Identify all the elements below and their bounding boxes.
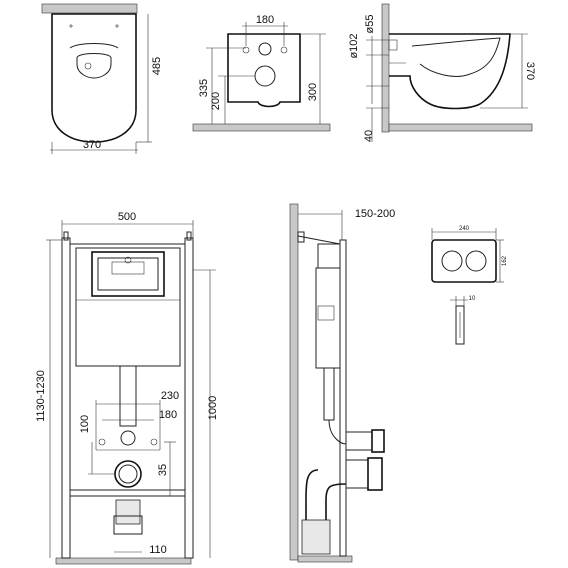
dim-side-102: ø102 — [348, 33, 360, 58]
flush-panel: 240 162 10 — [431, 226, 508, 345]
frame-side-post — [339, 239, 347, 557]
dim-frame-1000: 1000 — [207, 396, 219, 420]
toilet-side-view: ø55 ø102 370 40 — [348, 3, 536, 142]
dim-rear-200: 200 — [210, 92, 222, 110]
outlet-hole — [254, 65, 276, 87]
bolt-right — [150, 438, 158, 446]
dim-frame-500: 500 — [118, 211, 136, 223]
dim-side-55: ø55 — [364, 15, 376, 34]
dim-top-depth: 485 — [151, 57, 163, 75]
dim-rear-300: 300 — [307, 83, 319, 101]
flush-opening — [91, 251, 165, 297]
side-floor-hatch — [388, 123, 533, 132]
side-wall-hatch — [381, 3, 390, 133]
frame-side-wall — [289, 203, 299, 561]
drain-elbow — [115, 499, 141, 525]
flush-panel-profile — [455, 305, 465, 345]
dim-frame-1130-1230: 1130-1230 — [35, 370, 47, 422]
dim-panel-width: 240 — [459, 226, 470, 232]
frame-side-elbow — [301, 519, 331, 555]
side-bowl-inner — [411, 37, 501, 77]
dim-frame-110: 110 — [149, 544, 167, 556]
dim-top-width: 370 — [83, 139, 101, 151]
seat-line — [69, 43, 119, 49]
frame-side-view: 150-200 — [289, 203, 395, 563]
rear-bowl-outline — [227, 33, 301, 108]
bolt-left — [98, 438, 106, 446]
toilet-rear-view: 180 335 200 300 — [192, 14, 331, 132]
frame-side-top-box — [317, 243, 341, 269]
bolt-hole-right — [280, 46, 288, 54]
frame-side-pipe — [323, 367, 335, 421]
bowl-outline — [51, 13, 137, 143]
flush-button-large — [441, 250, 463, 272]
inlet-hole — [258, 42, 272, 56]
flush-pipe — [119, 365, 137, 427]
frame-post-right — [184, 237, 194, 559]
dim-frame-180: 180 — [159, 409, 177, 421]
flush-panel-plate — [431, 239, 497, 283]
toilet-top-view: 370 485 — [41, 3, 163, 154]
frame-side-cistern — [315, 267, 341, 369]
dim-frame-230: 230 — [161, 390, 179, 402]
dim-side-370: 370 — [524, 62, 536, 80]
frame-side-pipe-bend — [328, 419, 347, 445]
inlet-fitting — [345, 431, 373, 451]
frame-post-left — [61, 237, 71, 559]
dim-frame-150-200: 150-200 — [355, 208, 395, 220]
dim-rear-335: 335 — [198, 79, 210, 97]
frame-front-view: 500 1130-1230 1000 230 180 100 35 110 — [35, 211, 219, 565]
side-bowl-outline — [389, 33, 511, 110]
dim-side-40: 40 — [363, 130, 375, 142]
side-inlet — [388, 39, 398, 51]
floor-hatch — [192, 123, 331, 132]
drain-fitting — [345, 459, 369, 489]
dim-frame-35: 35 — [157, 464, 169, 476]
frame-floor-hatch — [55, 557, 192, 565]
dim-frame-100: 100 — [79, 415, 91, 433]
bolt-hole-left — [242, 46, 250, 54]
frame-side-floor — [297, 555, 353, 563]
dim-panel-height: 162 — [502, 255, 508, 266]
drain-mark — [84, 62, 92, 70]
wall-hatch — [41, 3, 138, 14]
flush-button-small — [465, 250, 487, 272]
dim-panel-depth: 10 — [469, 296, 476, 302]
bowl-opening — [76, 53, 112, 79]
dim-rear-bolt: 180 — [256, 14, 274, 26]
inlet-connector — [120, 430, 136, 446]
